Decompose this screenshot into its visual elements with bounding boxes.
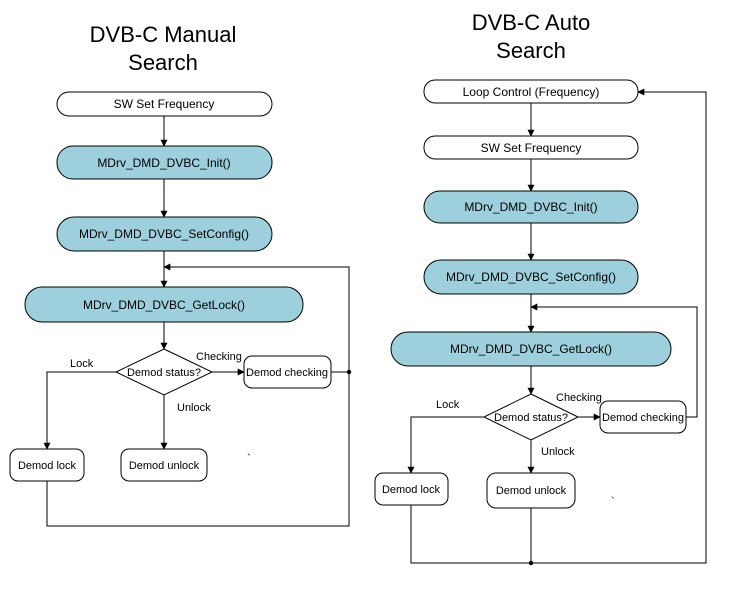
manual-init-label: MDrv_DMD_DVBC_Init() — [97, 156, 230, 170]
manual-title-line1: DVB-C Manual — [90, 22, 237, 47]
auto-title-line2: Search — [496, 38, 566, 63]
auto-edge-unlock: Unlock — [541, 446, 575, 458]
manual-demod-status-label: Demod status? — [127, 367, 201, 379]
auto-getlock-label: MDrv_DMD_DVBC_GetLock() — [450, 342, 612, 356]
auto-title-line1: DVB-C Auto — [472, 10, 591, 35]
manual-demod-unlock-label: Demod unlock — [129, 460, 200, 472]
auto-search-diagram: DVB-C Auto Search Loop Control (Frequenc… — [374, 10, 707, 566]
manual-setconfig-label: MDrv_DMD_DVBC_SetConfig() — [79, 227, 249, 241]
auto-setconfig-label: MDrv_DMD_DVBC_SetConfig() — [446, 270, 616, 284]
manual-demod-checking-label: Demod checking — [246, 367, 328, 379]
auto-demod-status-label: Demod status? — [494, 412, 568, 424]
manual-edge-checking: Checking — [196, 351, 242, 363]
manual-search-diagram: DVB-C Manual Search SW Set Frequency MDr… — [9, 22, 352, 527]
auto-outer-loop-connector — [410, 88, 707, 564]
manual-bottom-connector — [46, 372, 350, 527]
auto-connector — [407, 416, 484, 474]
manual-edge-unlock: Unlock — [177, 402, 211, 414]
manual-stray-mark: ` — [247, 453, 251, 465]
auto-edge-checking: Checking — [556, 392, 602, 404]
auto-loop-control-label: Loop Control (Frequency) — [463, 85, 600, 99]
auto-sw-set-frequency-label: SW Set Frequency — [481, 141, 582, 155]
auto-init-label: MDrv_DMD_DVBC_Init() — [464, 200, 597, 214]
manual-getlock-label: MDrv_DMD_DVBC_GetLock() — [83, 298, 245, 312]
manual-connector — [43, 371, 116, 450]
manual-sw-set-frequency-label: SW Set Frequency — [114, 97, 215, 111]
auto-demod-lock-label: Demod lock — [382, 484, 441, 496]
manual-demod-unlock-node — [120, 448, 208, 482]
manual-demod-lock-label: Demod lock — [18, 460, 77, 472]
manual-loop-connector — [163, 263, 350, 372]
auto-demod-unlock-label: Demod unlock — [496, 485, 567, 497]
auto-stray-mark: ` — [611, 496, 615, 508]
manual-edge-lock: Lock — [70, 358, 94, 370]
auto-loop-connector — [530, 303, 698, 418]
manual-title-line2: Search — [128, 50, 198, 75]
auto-edge-lock: Lock — [436, 399, 460, 411]
auto-junction-dot — [528, 560, 534, 566]
auto-demod-checking-label: Demod checking — [602, 412, 684, 424]
